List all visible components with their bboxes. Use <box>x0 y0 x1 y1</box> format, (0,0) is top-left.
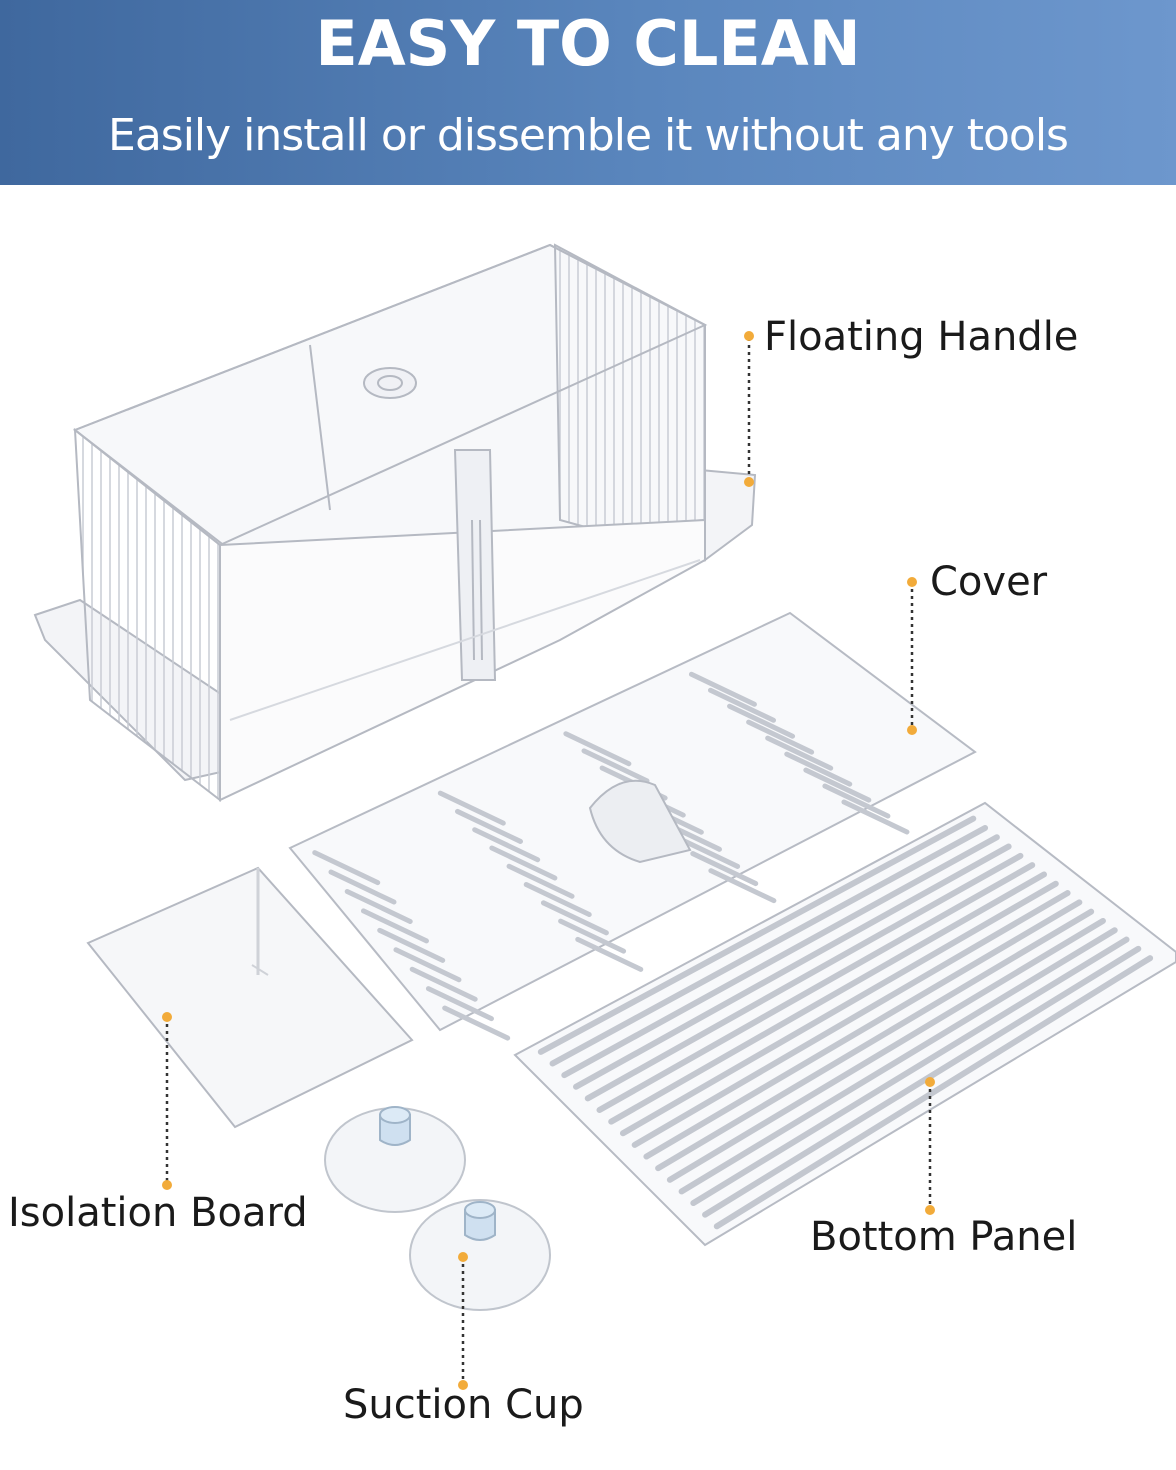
cover-slot <box>690 851 759 887</box>
bottom-slat <box>619 880 1059 1137</box>
cover-slot <box>784 751 853 787</box>
bottom-slat <box>702 945 1142 1218</box>
bottom-slat <box>643 899 1083 1160</box>
cover-slot <box>708 687 777 723</box>
bottom-slat <box>713 955 1154 1230</box>
cover-slot <box>803 767 872 803</box>
cover-slot <box>765 735 834 771</box>
cover-slot <box>472 827 541 863</box>
banner-title: EASY TO CLEAN <box>315 7 861 80</box>
cover-slot <box>506 863 575 899</box>
cover-slot <box>344 888 413 924</box>
cover-slot <box>328 869 397 905</box>
bottom-slat <box>608 871 1047 1125</box>
cover-slot <box>727 703 796 739</box>
cover-slot <box>393 947 462 983</box>
label-bottom-panel: Bottom Panel <box>810 1214 1078 1260</box>
cover-slot <box>442 1005 511 1041</box>
cover-slot <box>409 966 478 1002</box>
cover-slot <box>540 900 609 936</box>
cover-slot <box>377 927 446 963</box>
bottom-slat <box>596 862 1036 1114</box>
cover-slot <box>312 850 381 886</box>
bottom-panel <box>513 801 1176 1247</box>
bottom-slat <box>690 936 1130 1207</box>
cover-slot <box>822 783 891 819</box>
banner-subtitle: Easily install or dissemble it without a… <box>108 110 1069 161</box>
cover-slot <box>581 748 650 784</box>
bottom-slat <box>666 917 1106 1183</box>
bottom-slats <box>537 815 1154 1230</box>
bottom-slat <box>631 890 1071 1148</box>
bottom-slat <box>573 843 1012 1090</box>
suction-cup-2 <box>409 1199 551 1311</box>
cover-slot <box>708 868 777 904</box>
cover-panel <box>288 611 977 1041</box>
cover-slot <box>489 845 558 881</box>
suction-cup-1 <box>324 1106 466 1213</box>
cover-slot <box>454 808 523 844</box>
cover-slot <box>563 731 632 767</box>
bottom-slat <box>561 834 1000 1079</box>
bottom-slat <box>584 852 1024 1102</box>
bottom-slat <box>537 815 977 1055</box>
cover-slot <box>523 882 592 918</box>
cover-slot <box>688 671 757 707</box>
cover-slot <box>558 918 627 954</box>
cover-half-dome <box>588 779 692 864</box>
callouts <box>165 338 932 1385</box>
label-suction-cup: Suction Cup <box>343 1382 584 1428</box>
label-cover: Cover <box>930 559 1048 605</box>
label-isolation-board: Isolation Board <box>8 1190 308 1236</box>
header-banner: EASY TO CLEAN Easily install or dissembl… <box>0 0 1176 185</box>
isolation-board <box>86 866 414 1129</box>
label-floating-handle: Floating Handle <box>764 314 1079 360</box>
cover-slot <box>360 908 429 944</box>
callout-dots <box>162 331 935 1390</box>
cover-slot <box>575 936 644 972</box>
bottom-slat <box>655 908 1095 1172</box>
cover-slot <box>437 790 506 826</box>
cover-slot <box>746 719 815 755</box>
bottom-slat <box>678 927 1118 1195</box>
breeder-box <box>33 243 757 803</box>
cover-slot <box>425 986 494 1022</box>
cover-slots <box>312 671 910 1041</box>
bottom-slat <box>549 824 989 1067</box>
cover-slot <box>841 799 910 835</box>
